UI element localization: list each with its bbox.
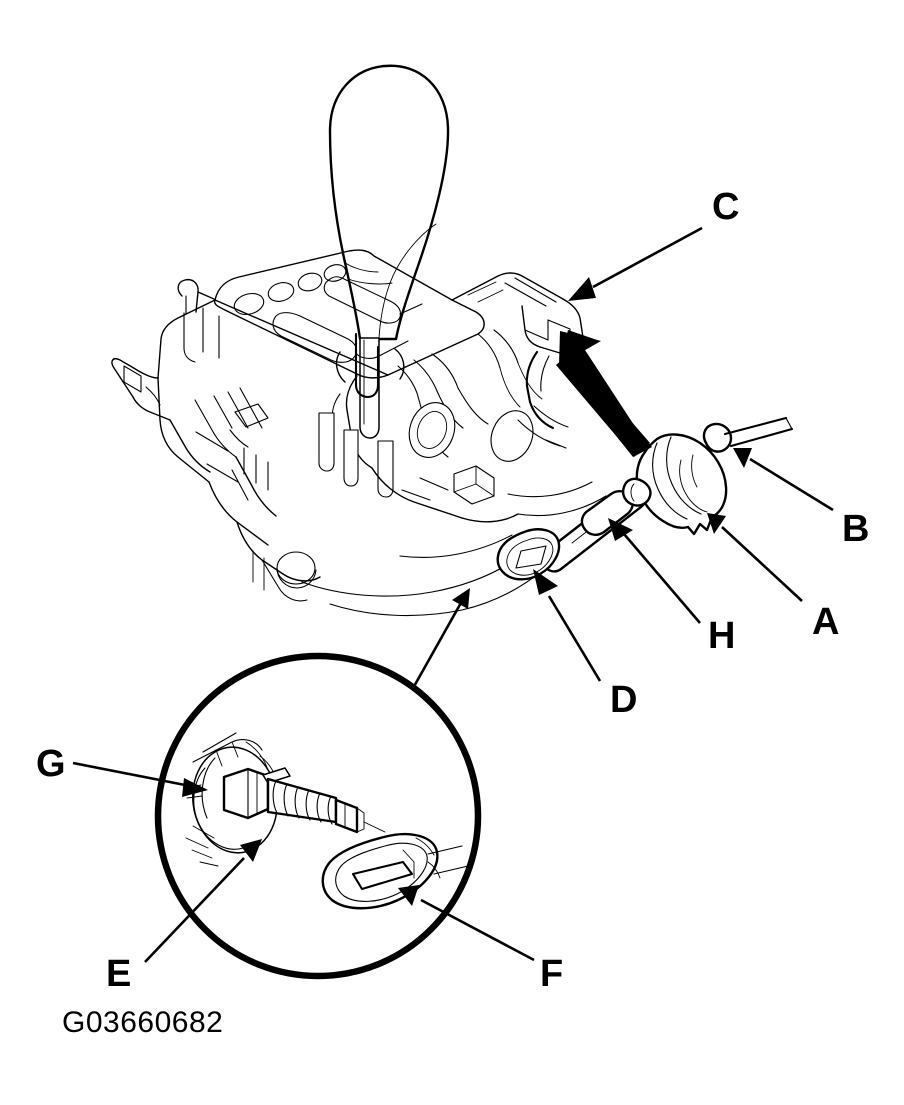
shift-lever-stem: [359, 337, 380, 439]
callout-leader-B: [733, 448, 834, 512]
shift-cable-bracket: [451, 272, 585, 430]
shifter-base-bracket: [111, 278, 321, 602]
housing-right-detail: [477, 329, 569, 449]
callout-label-H: H: [708, 615, 735, 657]
callout-label-A: A: [812, 601, 839, 643]
detail-bolt: [222, 767, 386, 834]
callout-leader-G: [72, 761, 208, 797]
callout-label-G: G: [36, 743, 66, 785]
callout-leader-H: [608, 518, 701, 624]
detail-view-leader: [410, 588, 470, 691]
callout-leader-A: [707, 513, 803, 602]
callout-label-E: E: [106, 953, 131, 995]
callout-label-C: C: [712, 186, 739, 228]
shift-lever-knob-group: [328, 64, 450, 341]
callout-label-D: D: [610, 679, 637, 721]
shifter-housing-center: [318, 353, 534, 523]
callout-leader-C: [568, 226, 703, 301]
callout-leader-D: [533, 569, 602, 682]
callout-label-B: B: [842, 508, 869, 550]
cable-end-bushing: [496, 528, 561, 581]
shifter-gate-plate: [213, 249, 485, 399]
callout-label-F: F: [540, 953, 563, 995]
callout-leader-F: [398, 885, 535, 962]
callout-leader-E: [144, 839, 262, 963]
callout-labels: A B C D E F G H: [36, 186, 869, 995]
callout-leaders: [72, 226, 834, 963]
shift-cable: [723, 416, 794, 448]
figure-id-label: G03660682: [62, 1006, 223, 1039]
installation-direction-arrow: [556, 330, 652, 457]
